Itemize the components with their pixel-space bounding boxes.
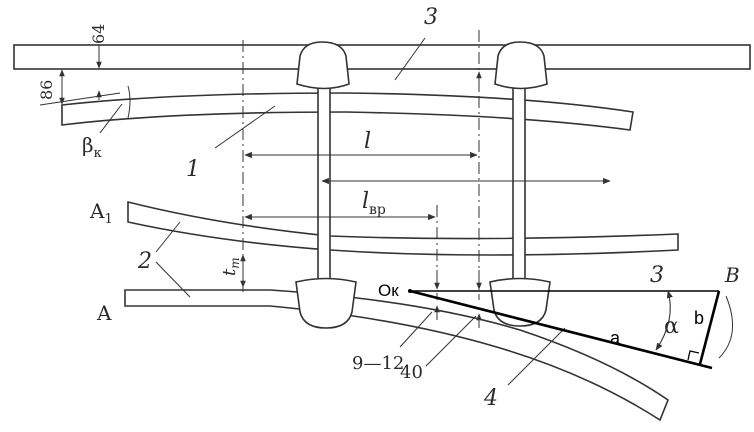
leader-4 <box>507 327 566 386</box>
leader-3-top <box>394 37 426 81</box>
label-seg-b: b <box>694 308 704 328</box>
label-point-ok: Ок <box>378 281 399 300</box>
stud-left <box>317 85 331 283</box>
label-point-a1: A1 <box>89 199 113 227</box>
frame-beam <box>13 44 751 70</box>
leader-9-12 <box>399 311 433 348</box>
pad-upper-left <box>296 41 350 90</box>
label-t: tт <box>219 257 242 276</box>
label-l-vr: lвр <box>362 189 386 218</box>
label-lower-part-4: 4 <box>483 386 498 411</box>
alpha-arc <box>655 290 673 351</box>
pad-lower-left <box>295 277 357 329</box>
label-alpha: α <box>664 314 679 339</box>
label-l: l <box>364 129 371 154</box>
overlay-slant <box>409 289 713 370</box>
leader-2b <box>155 261 191 298</box>
label-frame-top: 3 <box>424 5 438 30</box>
label-point-b: B <box>724 263 740 287</box>
label-gap-40: 40 <box>400 362 423 383</box>
label-point-a: A <box>96 301 112 325</box>
pad-upper-right <box>494 41 548 90</box>
right-angle-mark <box>687 350 700 361</box>
label-spring-2: 2 <box>137 249 152 274</box>
point-ok-dot <box>408 289 412 293</box>
label-seg-a: a <box>610 328 621 348</box>
leader-40 <box>425 315 477 367</box>
label-spring-1: 1 <box>186 157 200 182</box>
label-dim-86: 86 <box>37 80 56 100</box>
label-dim-64: 64 <box>89 24 108 44</box>
spring-leaf-2-upper <box>127 200 679 256</box>
overlay-perpendicular <box>698 290 721 365</box>
beta-arc <box>127 85 131 119</box>
dim-86-ext <box>39 92 121 106</box>
b-arc <box>718 295 734 359</box>
leader-1 <box>214 105 276 149</box>
beta-leader <box>99 103 123 134</box>
leader-2a <box>155 221 181 253</box>
stud-right <box>512 85 526 283</box>
label-frame-right: 3 <box>650 263 664 288</box>
label-gap-9-12: 9—12 <box>352 353 404 374</box>
label-beta: βк <box>82 133 102 161</box>
spring-leaf-1 <box>61 92 634 131</box>
